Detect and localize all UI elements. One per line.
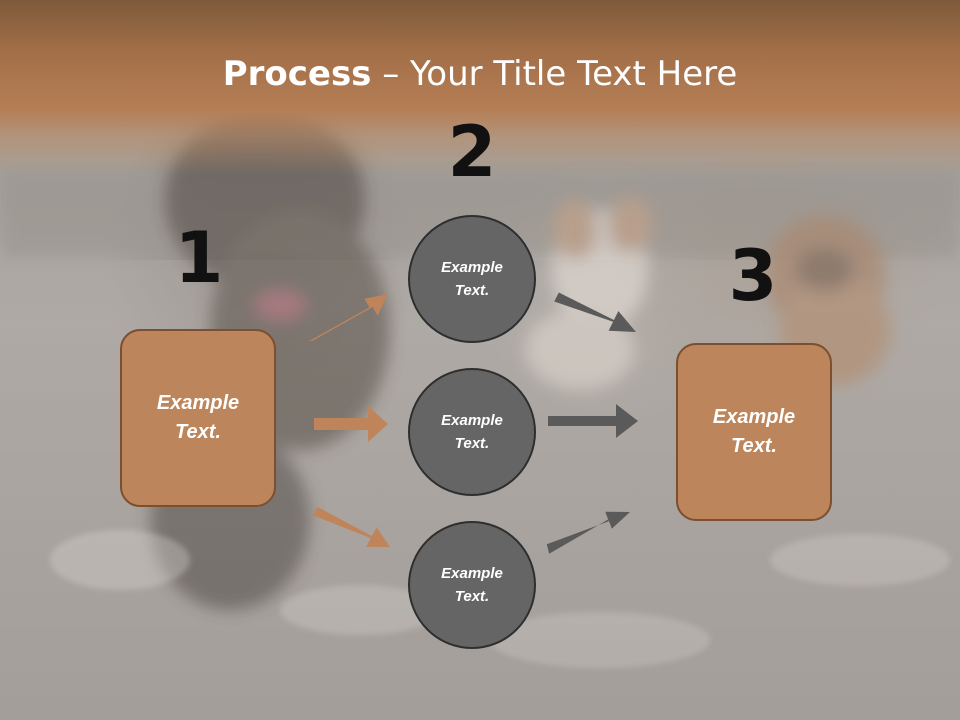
title-rest: – Your Title Text Here [371, 54, 738, 94]
step-number-1: 1 [174, 217, 224, 299]
arrow-2a-to-3 [554, 292, 636, 332]
step-3-box[interactable]: Example Text. [676, 343, 832, 521]
step-3-text: Example Text. [712, 406, 796, 457]
step-number-3: 3 [728, 235, 778, 317]
arrow-1-to-2a [308, 294, 388, 342]
arrow-1-to-2c [312, 506, 390, 547]
step-2-circle-middle[interactable]: Example Text. [408, 368, 536, 496]
step-2-circle-top-text: Example Text. [441, 259, 503, 299]
step-2-circle-top[interactable]: Example Text. [408, 215, 536, 343]
step-1-text: Example Text. [156, 392, 240, 443]
step-2-circle-middle-text: Example Text. [441, 412, 503, 452]
title-bold: Process [222, 54, 372, 94]
slide-title: Process – Your Title Text Here [0, 52, 960, 96]
step-1-box[interactable]: Example Text. [120, 329, 276, 507]
step-2-circle-bottom[interactable]: Example Text. [408, 521, 536, 649]
title-band [0, 0, 960, 175]
step-2-circle-bottom-text: Example Text. [441, 565, 503, 605]
arrow-1-to-2b [314, 406, 388, 442]
arrow-2c-to-3 [546, 511, 630, 554]
step-number-2: 2 [447, 111, 497, 193]
arrow-2b-to-3 [548, 404, 638, 438]
